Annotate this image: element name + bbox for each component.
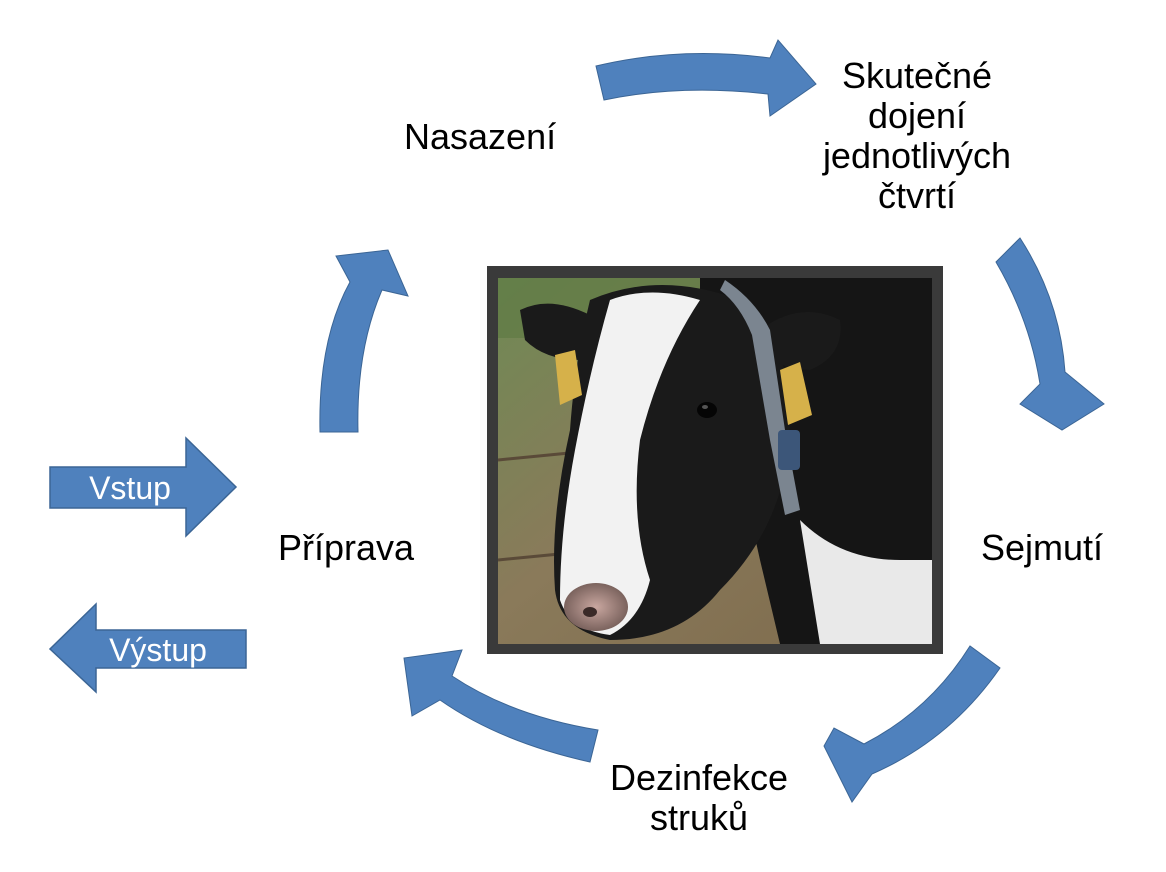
step-dojeni-line-3: jednotlivých — [822, 135, 1012, 176]
arrow-sejmuti-to-dezinfekce — [823, 645, 1001, 803]
step-dojeni-line-2: dojení — [867, 95, 967, 136]
step-dezinfekce-line-2: struků — [649, 797, 749, 838]
step-priprava: Příprava — [278, 527, 415, 568]
step-skutecne-dojeni: Skutečné dojení jednotlivých čtvrtí — [806, 56, 1028, 216]
arrow-priprava-to-nasazeni — [319, 249, 409, 433]
input-arrow: Vstup — [49, 436, 238, 538]
step-nasazeni: Nasazení — [404, 116, 557, 157]
step-dojeni-line-4: čtvrtí — [878, 175, 956, 216]
arrow-nasazeni-to-dojeni — [595, 39, 817, 117]
step-sejmuti: Sejmutí — [981, 527, 1104, 568]
arrow-dezinfekce-to-priprava — [403, 649, 599, 763]
input-label: Vstup — [89, 470, 171, 506]
step-dezinfekce-line-1: Dezinfekce — [609, 757, 789, 798]
arrow-dojeni-to-sejmuti — [995, 237, 1105, 431]
step-dezinfekce-struku: Dezinfekce struků — [596, 758, 802, 838]
output-label: Výstup — [109, 632, 207, 668]
step-dojeni-line-1: Skutečné — [841, 55, 993, 96]
output-arrow: Výstup — [48, 602, 247, 694]
